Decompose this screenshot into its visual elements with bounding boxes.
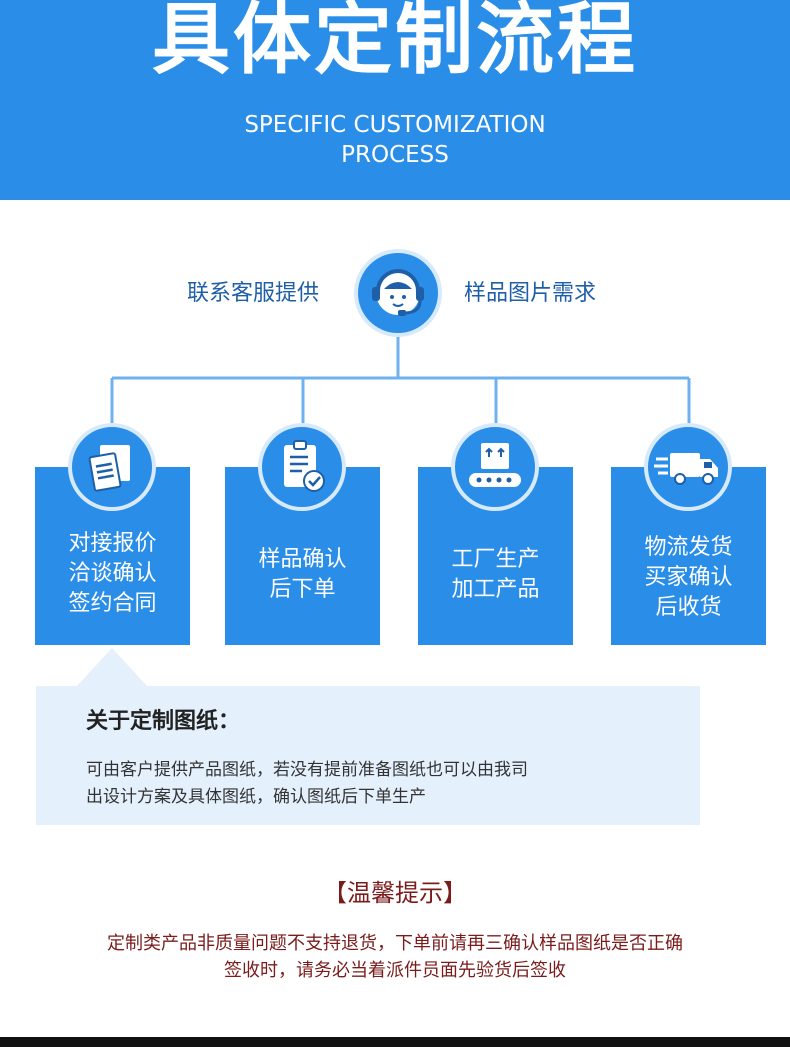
- step-1-line-2: 洽谈确认: [68, 561, 157, 586]
- service-left-label: 联系客服提供: [187, 281, 320, 306]
- tips-line-2: 签收时，请务必当着派件员面先验货后签收: [224, 960, 566, 981]
- step-card-logistics-delivery: 物流发货 买家确认 后收货: [611, 467, 766, 645]
- step-card-text: 对接报价 洽谈确认 签约合同: [35, 529, 190, 619]
- step-card-text: 工厂生产 加工产品: [418, 545, 573, 605]
- step-4-line-3: 后收货: [655, 595, 722, 620]
- step-card-text: 样品确认 后下单: [225, 545, 380, 605]
- delivery-truck-icon: [644, 423, 732, 511]
- page-subtitle: SPECIFIC CUSTOMIZATION PROCESS: [0, 110, 790, 170]
- step-4-line-1: 物流发货: [644, 535, 733, 560]
- step-card-quote-contract: 对接报价 洽谈确认 签约合同: [35, 467, 190, 645]
- note-pointer: [76, 648, 148, 687]
- note-line-2: 出设计方案及具体图纸，确认图纸后下单生产: [86, 787, 426, 807]
- step-2-line-2: 后下单: [269, 577, 336, 602]
- step-1-line-3: 签约合同: [68, 591, 157, 616]
- drawing-note-box: [36, 686, 700, 825]
- bottom-divider: [0, 1037, 790, 1047]
- flow-connector-lines: [110, 337, 691, 430]
- service-right-label: 样品图片需求: [464, 281, 597, 306]
- note-title: 关于定制图纸：: [86, 709, 241, 734]
- customer-service-headset-icon: [354, 249, 442, 337]
- documents-box-icon: [68, 423, 156, 511]
- subtitle-line-1: SPECIFIC CUSTOMIZATION: [244, 112, 546, 138]
- step-2-line-1: 样品确认: [258, 547, 347, 572]
- factory-conveyor-icon: [451, 423, 539, 511]
- tips-body: 定制类产品非质量问题不支持退货，下单前请再三确认样品图纸是否正确 签收时，请务必…: [30, 930, 760, 984]
- step-4-line-2: 买家确认: [644, 565, 733, 590]
- clipboard-check-icon: [258, 423, 346, 511]
- tips-line-1: 定制类产品非质量问题不支持退货，下单前请再三确认样品图纸是否正确: [107, 933, 683, 954]
- tips-title: 【温馨提示】: [323, 879, 467, 907]
- note-line-1: 可由客户提供产品图纸，若没有提前准备图纸也可以由我司: [86, 760, 528, 780]
- step-3-line-2: 加工产品: [451, 577, 540, 602]
- page-title: 具体定制流程: [151, 0, 638, 85]
- step-card-text: 物流发货 买家确认 后收货: [611, 533, 766, 623]
- subtitle-line-2: PROCESS: [341, 142, 449, 168]
- header-banner: 具体定制流程 SPECIFIC CUSTOMIZATION PROCESS: [0, 0, 790, 200]
- step-3-line-1: 工厂生产: [451, 547, 540, 572]
- step-1-line-1: 对接报价: [68, 531, 157, 556]
- note-body: 可由客户提供产品图纸，若没有提前准备图纸也可以由我司 出设计方案及具体图纸，确认…: [86, 757, 686, 811]
